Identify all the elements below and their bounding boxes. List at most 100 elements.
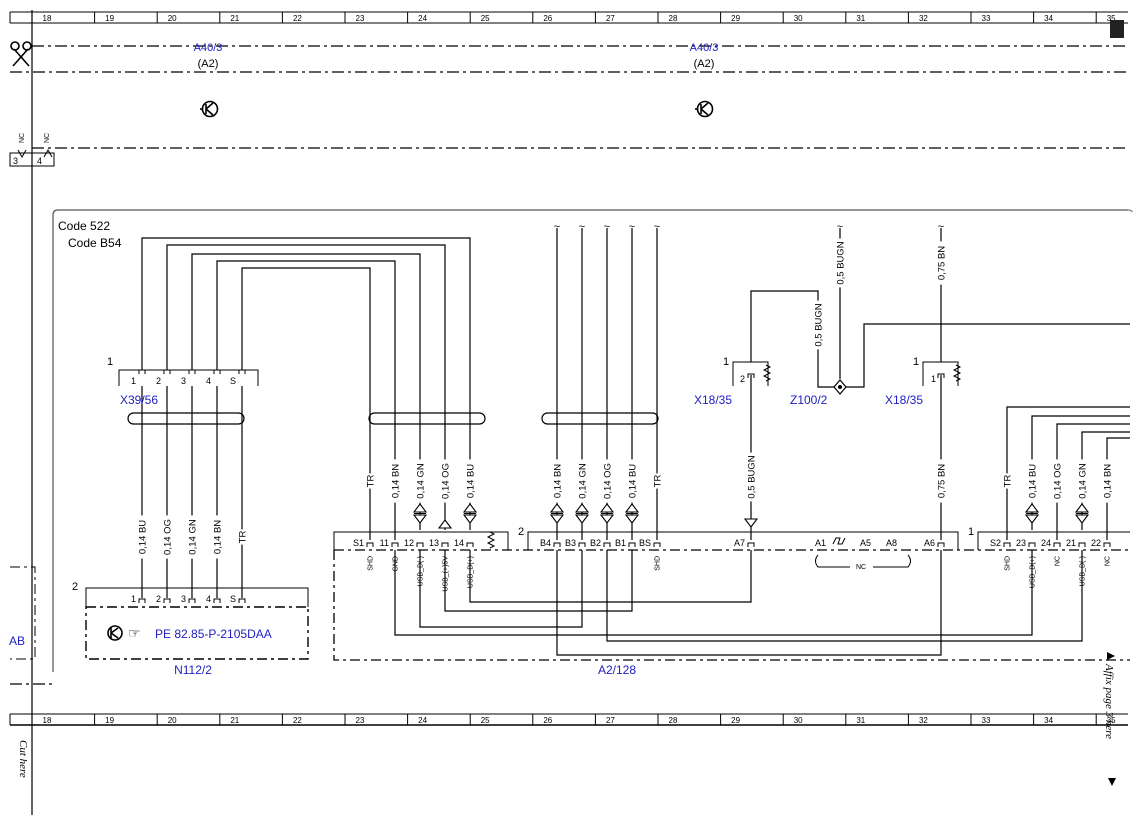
cut-here-label: Cut here xyxy=(17,740,29,778)
pin-marker xyxy=(366,542,374,547)
column-number: 21 xyxy=(230,716,239,725)
wire-label: 0,14 BU xyxy=(1028,464,1039,498)
wire-label: 0,14 GN xyxy=(188,519,199,555)
signal-label: NC xyxy=(1055,556,1062,566)
module-name: A2/128 xyxy=(598,663,636,677)
pin-label: 3 xyxy=(181,376,186,386)
label-gap xyxy=(1052,459,1062,503)
wire-label: TR xyxy=(366,475,377,488)
pin-marker xyxy=(747,542,755,547)
column-number: 28 xyxy=(669,716,678,725)
pin-label: 24 xyxy=(1041,538,1051,548)
pin-label: B1 xyxy=(615,538,626,548)
wire-label: 0,14 BN xyxy=(553,464,564,498)
pin-marker xyxy=(603,542,611,547)
pin-marker xyxy=(653,542,661,547)
corner-marker-icon xyxy=(1110,20,1124,38)
ground-point-sub: (A2) xyxy=(694,58,715,70)
wire-end-mark: ~ xyxy=(938,221,944,233)
label-gap xyxy=(936,241,946,285)
label-gap xyxy=(936,459,946,503)
column-number: 27 xyxy=(606,716,615,725)
signal-label: USB_(+)5V xyxy=(443,556,450,592)
pin-label: A7 xyxy=(734,538,745,548)
connector-name: Z100/2 xyxy=(790,393,828,407)
label-gap xyxy=(746,452,756,502)
code-label: Code B54 xyxy=(68,236,122,250)
wire-label: 0,5 BUGN xyxy=(814,303,825,346)
column-number: 20 xyxy=(168,14,177,23)
column-number: 29 xyxy=(731,14,740,23)
pin-marker xyxy=(553,542,561,547)
pin-marker xyxy=(391,542,399,547)
signal-label: SHD xyxy=(368,556,375,571)
wire-bundles xyxy=(127,412,659,425)
pin-label: 4 xyxy=(37,156,42,166)
up-arrow-icon xyxy=(437,519,453,529)
label-gap xyxy=(602,459,612,503)
ground-point-a40-right: A40/3 (A2) xyxy=(690,42,718,118)
label-gap xyxy=(162,515,172,559)
wire-label: TR xyxy=(653,475,664,488)
pin-label: B2 xyxy=(590,538,601,548)
signal-label: NC xyxy=(1105,556,1112,566)
pin-label: S1 xyxy=(353,538,364,548)
column-number: 20 xyxy=(168,716,177,725)
pin-label: 11 xyxy=(380,538,389,548)
left-connector: 3 4 NC NC xyxy=(9,133,55,167)
arrow-icon xyxy=(1108,778,1116,786)
label-gap xyxy=(552,459,562,503)
label-gap xyxy=(415,459,425,503)
scissors-icon xyxy=(10,41,32,67)
column-number: 25 xyxy=(481,716,490,725)
pin-label: A8 xyxy=(886,538,897,548)
module-name: AB xyxy=(9,634,25,648)
column-number: 33 xyxy=(982,14,991,23)
splice-z100-2: Z100/2 xyxy=(790,379,847,407)
connector-number: 1 xyxy=(723,356,729,368)
connector-number: 1 xyxy=(913,356,919,368)
bidirectional-arrow-icon xyxy=(1024,503,1040,524)
arrow-icon xyxy=(1107,652,1115,660)
wire-label: 0,14 BU xyxy=(138,520,149,554)
label-gap xyxy=(212,515,222,559)
pin-marker xyxy=(416,542,424,547)
connector-number: 1 xyxy=(107,356,113,368)
springs xyxy=(486,364,962,549)
pin-label: 2 xyxy=(156,376,161,386)
wire-end-mark: ~ xyxy=(554,221,560,233)
column-number: 28 xyxy=(669,14,678,23)
pin-label: BS xyxy=(639,538,651,548)
pointing-hand-icon: ☞ xyxy=(128,625,141,641)
column-number: 35 xyxy=(1107,14,1116,23)
label-gap xyxy=(835,238,845,288)
pin-label: 3 xyxy=(13,156,18,166)
wire-label: 0,14 OG xyxy=(603,463,614,499)
reference-link[interactable]: PE 82.85-P-2105DAA xyxy=(155,627,272,641)
column-number: 32 xyxy=(919,716,928,725)
column-number: 19 xyxy=(105,716,114,725)
wire-label: 0,14 OG xyxy=(163,519,174,555)
wire-end-mark: ~ xyxy=(837,221,843,233)
signal-label: SHD xyxy=(655,556,662,571)
pin-marker xyxy=(238,369,246,374)
column-number: 25 xyxy=(481,14,490,23)
pin-label: B3 xyxy=(565,538,576,548)
module-n112-2: 2 ☞ PE 82.85-P-2105DAA N112/2 xyxy=(72,581,309,677)
pin-marker xyxy=(163,598,171,603)
nc-label: NC xyxy=(19,133,26,143)
wire-label: 0,75 BN xyxy=(937,464,948,498)
ground-symbol-icon xyxy=(200,100,219,118)
pin-marker xyxy=(1028,542,1036,547)
pin-label: 22 xyxy=(1091,538,1101,548)
pin-label: A6 xyxy=(924,538,935,548)
column-number: 29 xyxy=(731,716,740,725)
pin-label: 1 xyxy=(131,376,136,386)
label-gap xyxy=(465,459,475,503)
wire-label: 0,5 BUGN xyxy=(747,455,758,498)
label-gap xyxy=(813,300,823,350)
column-number: 30 xyxy=(794,14,803,23)
label-gap xyxy=(1002,473,1012,489)
